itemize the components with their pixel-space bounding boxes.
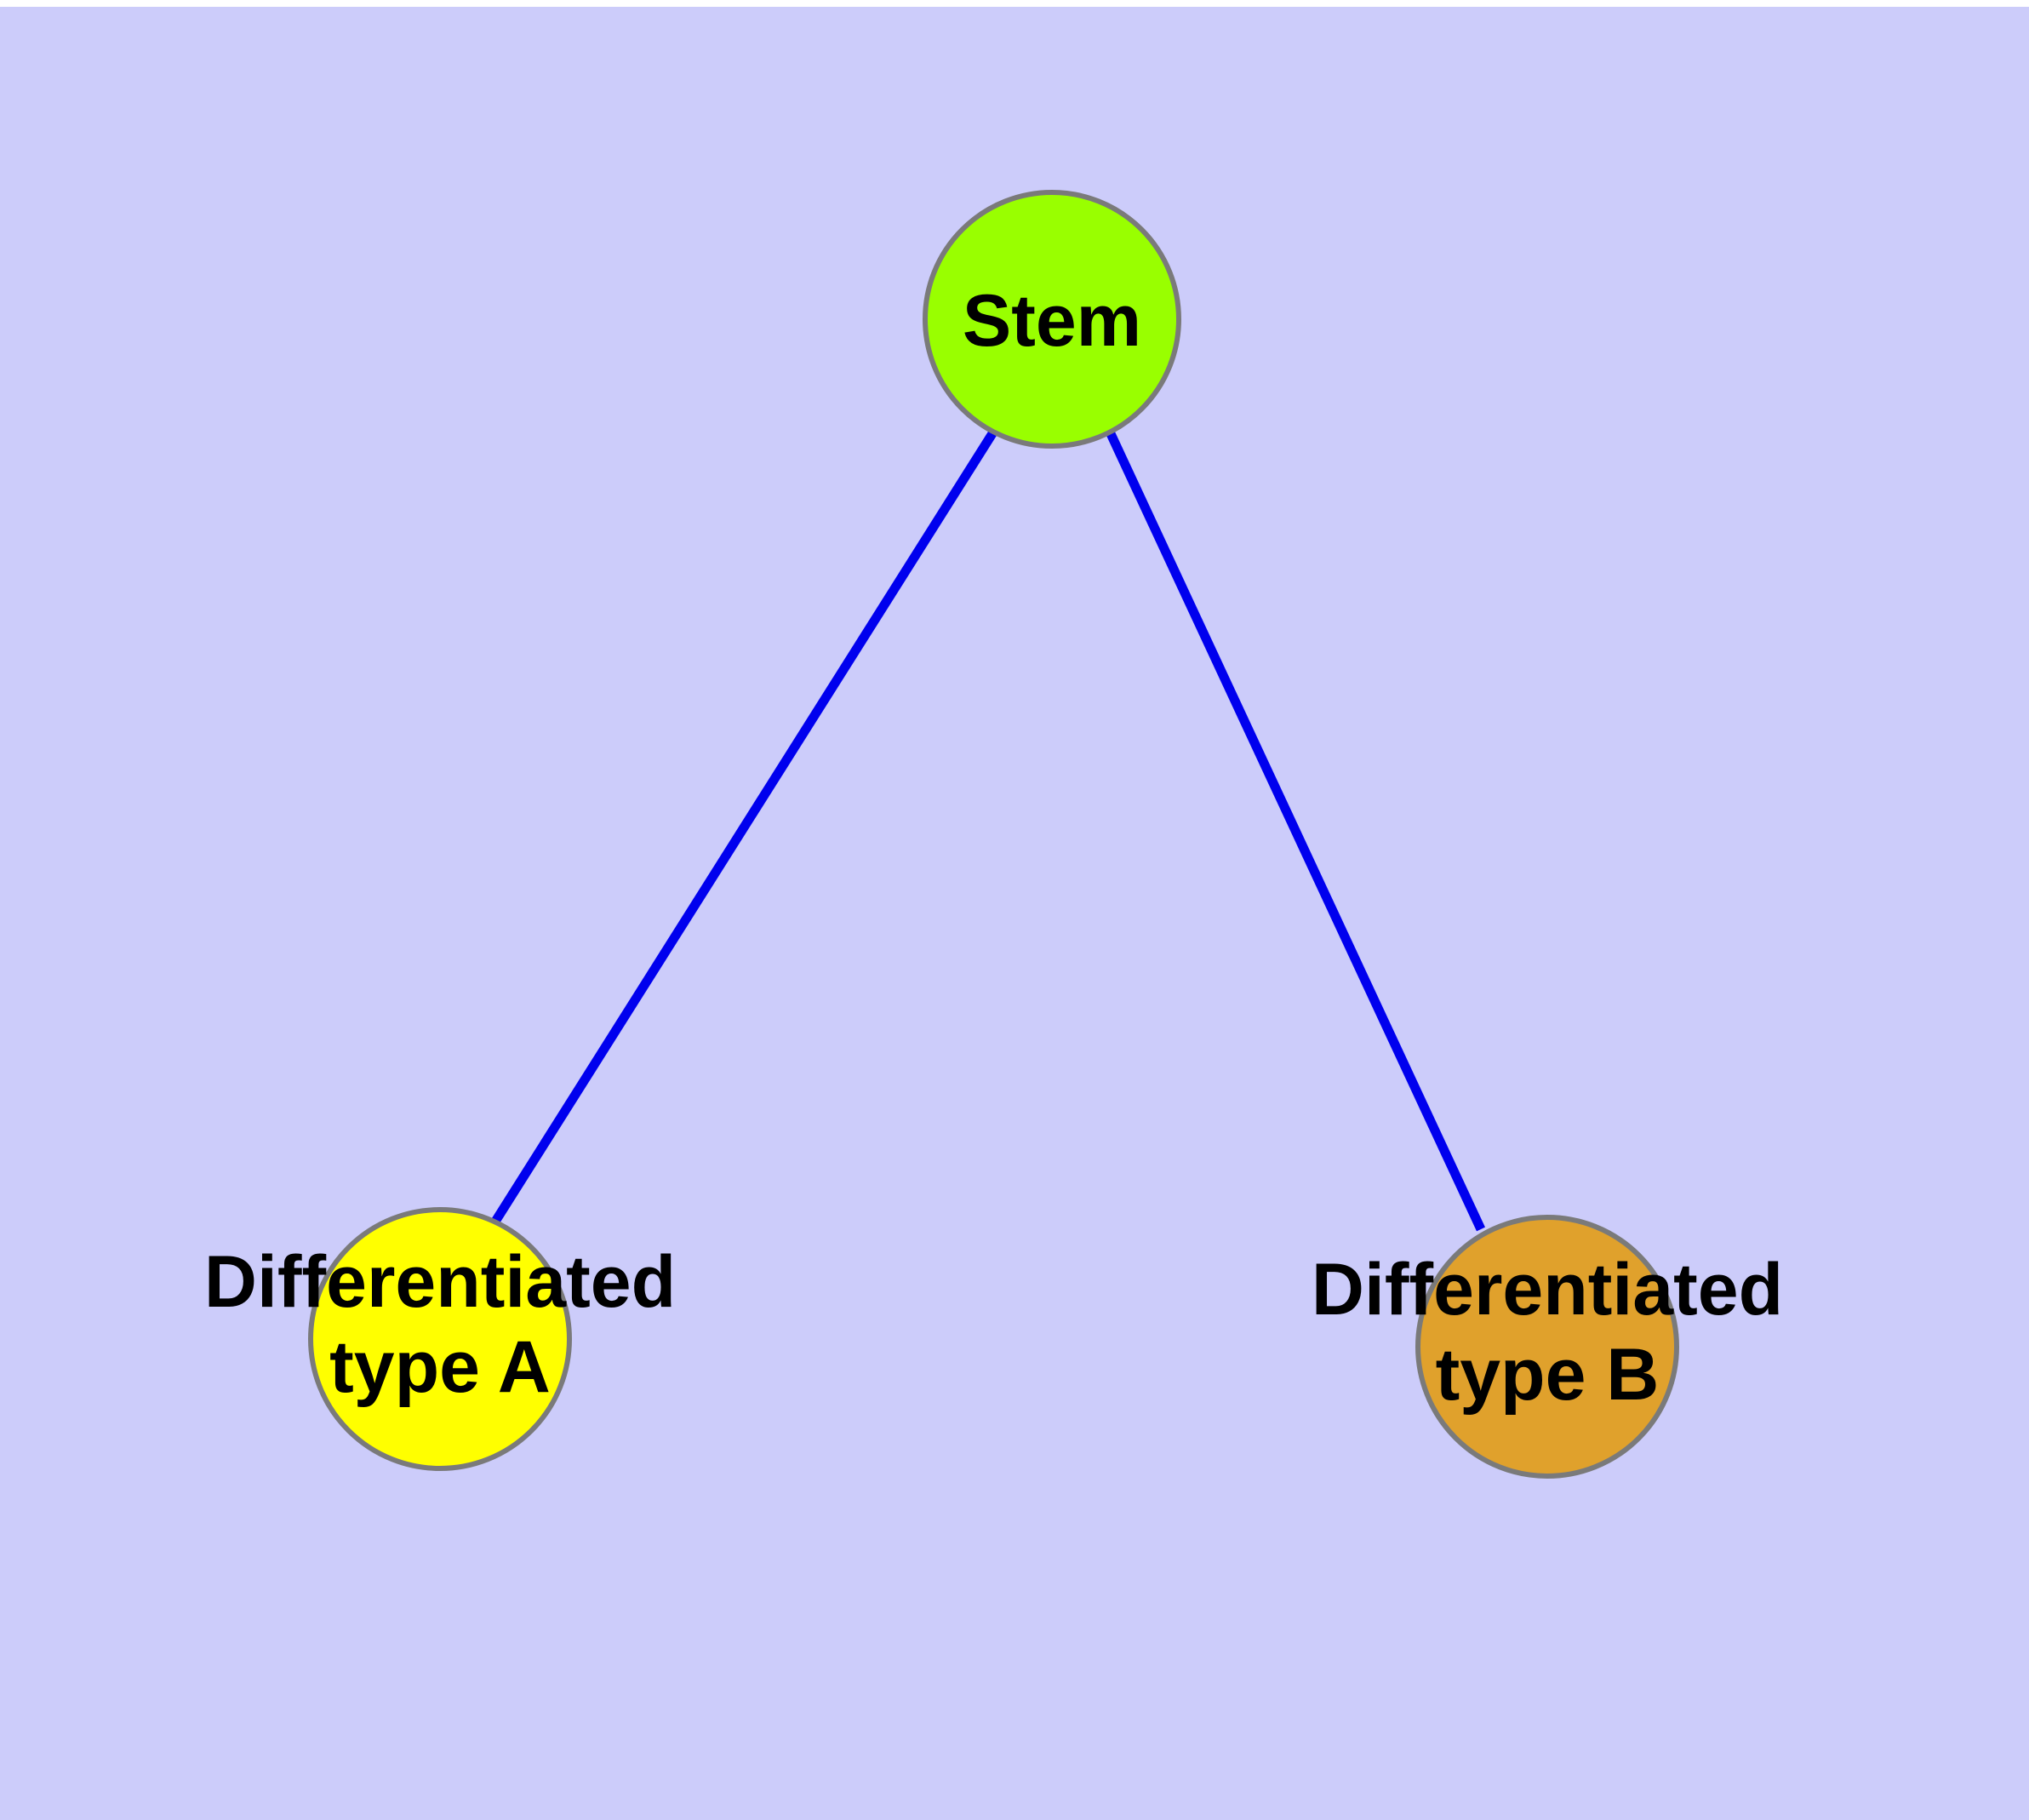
edge-stem-to-differentiated-type-a[interactable] [489,426,1000,1227]
graph-plot-area: Stem Differentiated type A Differentiate… [0,7,2029,1820]
graph-svg: Stem Differentiated type A Differentiate… [204,190,1783,1479]
node-differentiated-type-a-label-line1: Differentiated [204,1241,676,1323]
node-differentiated-type-b-circle[interactable] [1415,1215,1679,1479]
node-stem[interactable]: Stem [923,190,1181,449]
node-differentiated-type-a-circle[interactable] [308,1207,572,1471]
node-differentiated-type-b-label-line2: type B [1436,1334,1660,1416]
node-differentiated-type-b[interactable]: Differentiated type B [1312,1215,1783,1479]
node-stem-label: Stem [963,280,1141,362]
node-differentiated-type-b-label-line1: Differentiated [1312,1249,1783,1331]
node-differentiated-type-a-label-line2: type A [329,1326,551,1408]
node-differentiated-type-a[interactable]: Differentiated type A [204,1207,676,1471]
edge-stem-to-differentiated-type-b[interactable] [1104,426,1485,1232]
node-stem-circle[interactable] [923,190,1181,449]
node-layer: Stem Differentiated type A Differentiate… [204,190,1783,1479]
edge-layer [489,426,1485,1232]
